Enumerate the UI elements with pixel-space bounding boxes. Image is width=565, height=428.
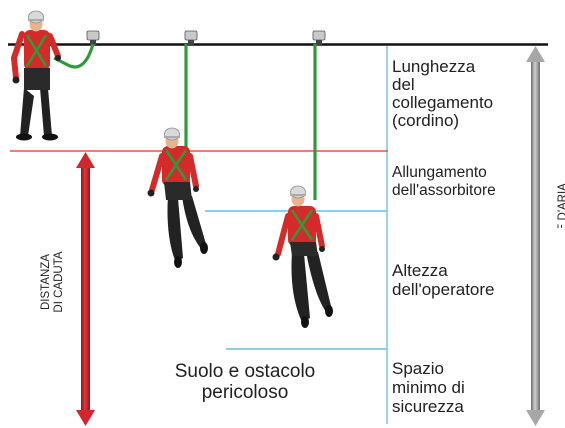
label-worker-height-1: Altezza (392, 261, 448, 280)
label-safety-3: sicurezza (392, 397, 464, 416)
label-fall-distance-1: DISTANZA (40, 254, 52, 311)
label-absorber-1: Allungamento (392, 164, 487, 181)
anchor-device-2 (184, 30, 198, 46)
label-lanyard-length-4: (cordino) (392, 111, 460, 130)
label-lanyard-length-1: Lunghezza (392, 57, 476, 76)
label-lanyard-length-3: collegamento (392, 93, 494, 112)
anchor-device-1 (86, 30, 100, 46)
label-absorber-2: dell'assorbitore (392, 182, 496, 199)
label-ground-1: Suolo e ostacolo (174, 361, 316, 382)
worker-hanging-2 (272, 185, 333, 328)
label-fall-distance-2: DI CADUTA (53, 251, 65, 313)
clearance-arrow (526, 46, 545, 426)
label-safety-2: minimo di (392, 378, 465, 397)
label-safety-1: Spazio (392, 359, 444, 378)
worker-standing (10, 10, 61, 141)
worker-hanging-1 (147, 127, 208, 268)
label-lanyard-length-2: del (392, 75, 415, 94)
label-ground-2: pericoloso (201, 382, 289, 403)
label-worker-height-2: dell'operatore (392, 280, 495, 299)
fall-distance-arrow (76, 152, 95, 426)
anchor-device-3 (312, 30, 326, 46)
